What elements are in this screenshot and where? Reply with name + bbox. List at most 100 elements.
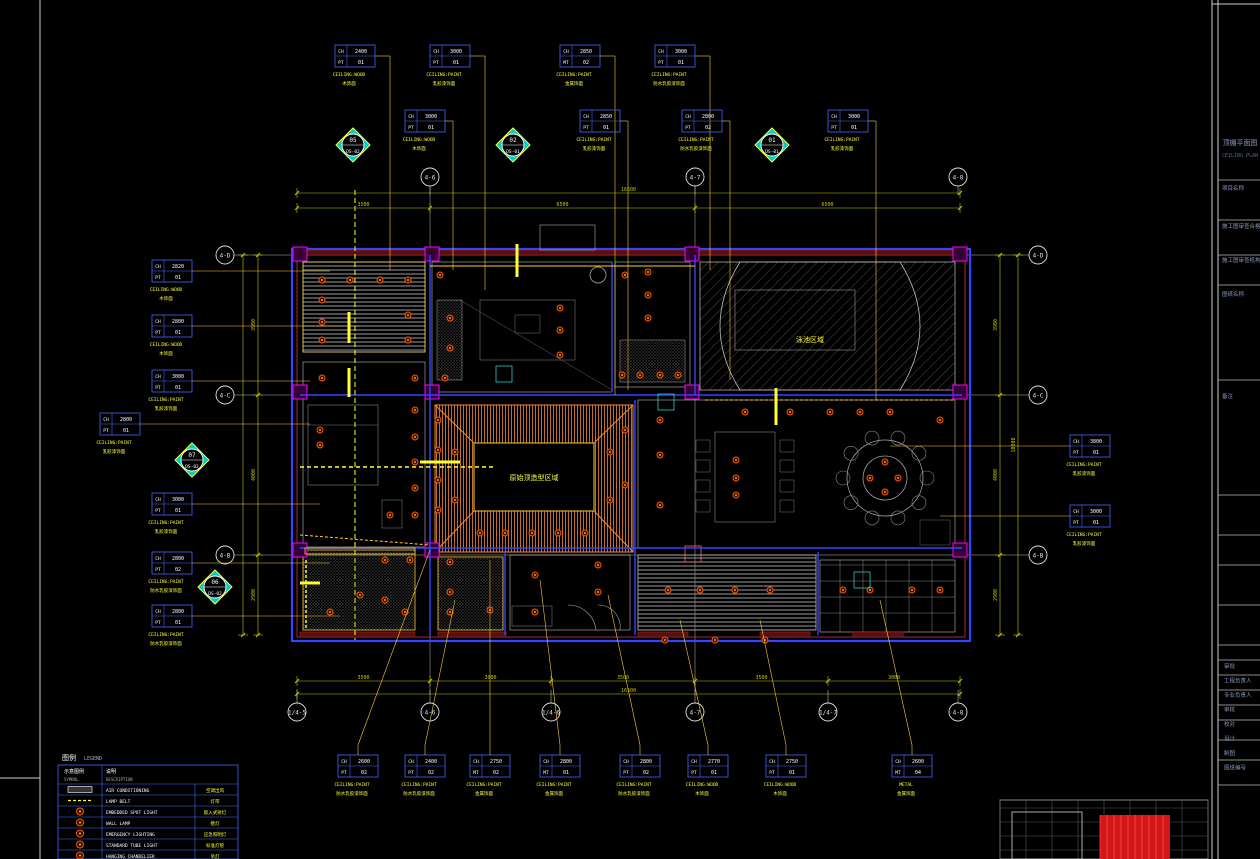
dim-label: 3000 — [888, 675, 900, 681]
downlight-core — [911, 589, 913, 591]
legend-row-description-cn: 壁灯 — [211, 820, 220, 827]
ceiling-tag-code: 01 — [453, 60, 459, 66]
ceiling-tag-finish: 木饰面 — [695, 790, 709, 797]
door-swing — [567, 604, 597, 631]
ceiling-tag-height: 2850 — [600, 114, 612, 120]
ceiling-tag-material: PT — [155, 567, 161, 573]
grid-bubble-label: 4-D — [1033, 253, 1044, 260]
leader-line — [424, 599, 456, 746]
elevation-marker-number: 01 — [768, 137, 776, 144]
plant — [589, 266, 607, 284]
ceiling-tag-ch-label: CH — [433, 49, 439, 55]
feature-ceiling-label: 原始顶造型区域 — [510, 473, 559, 482]
grid-bubble-label: 4-B — [1033, 553, 1044, 560]
ceiling-tag-type: METAL — [899, 782, 913, 788]
ceiling-tag-type: CEILING:PAINT — [148, 520, 184, 526]
downlight-core — [449, 561, 451, 563]
ceiling-tag-material: MT — [895, 770, 901, 776]
column-marker — [684, 545, 702, 563]
dim-label: 2900 — [993, 589, 999, 601]
ceiling-tag-finish: 木饰面 — [412, 145, 426, 152]
downlight-core — [624, 484, 626, 486]
legend-col-header-en: DESCRIPTION — [106, 777, 133, 782]
ceiling-tag-height: 3000 — [172, 374, 184, 380]
ceiling-tag-material: MT — [543, 770, 549, 776]
feature-ceiling-corner — [434, 510, 475, 553]
downlight-core — [735, 477, 737, 479]
feature-ceiling-corner — [593, 404, 634, 444]
legend-row-description: EMBEDDED SPOT LIGHT — [106, 810, 158, 816]
dim-label: 3500 — [755, 675, 767, 681]
dim-slash — [957, 205, 963, 211]
dim-slash — [957, 691, 963, 697]
downlight-core — [664, 639, 666, 641]
dim-slash — [427, 205, 433, 211]
downlight-core — [677, 374, 679, 376]
round-chair — [843, 495, 859, 510]
ceiling-tag-height: 2750 — [786, 759, 798, 765]
round-table-ring — [846, 439, 924, 517]
downlight-core — [319, 444, 321, 446]
legend-row-description-cn: 应急照明灯 — [204, 831, 227, 838]
dim-slash — [825, 678, 831, 684]
dim-slash — [997, 252, 1003, 258]
downlight-core — [609, 451, 611, 453]
icon-core — [79, 843, 81, 846]
emergency-light-icon — [853, 571, 871, 589]
title-block-sign-field: 专业负责人 — [1224, 691, 1252, 699]
dim-label: 3500 — [357, 675, 369, 681]
dim-slash — [1015, 632, 1021, 638]
ceiling-tag-ch-label: CH — [583, 114, 589, 120]
ceiling-tag-type: CEILING:WOOD — [333, 72, 366, 78]
downlight-core — [321, 321, 323, 323]
ceiling-tag-ch-label: CH — [473, 759, 479, 765]
dining-chair — [695, 479, 711, 493]
key-plan-thumbnail — [999, 799, 1209, 859]
ceiling-tag-material: PT — [658, 60, 664, 66]
ceiling-tag-material: PT — [831, 125, 837, 131]
title-block-field: 施工图审查合格书编号 — [1222, 222, 1260, 230]
downlight-core — [349, 279, 351, 281]
downlight-core — [437, 449, 439, 451]
title-block-sign-field: 图纸编号 — [1224, 764, 1247, 772]
ceiling-tag-finish: 防水乳胶漆饰面 — [403, 790, 435, 797]
ceiling-tag-type: CEILING:PAINT — [1066, 532, 1102, 538]
ceiling-tag-height: 2400 — [355, 49, 367, 55]
legend-row-description-cn: 嵌入式射灯 — [204, 809, 227, 816]
downlight-core — [409, 559, 411, 561]
bottom-wall-band — [299, 631, 416, 638]
dining-chair — [779, 499, 795, 513]
downlight-core — [869, 477, 871, 479]
downlight-core — [659, 374, 661, 376]
dim-label: 3900 — [251, 319, 257, 331]
room-bedroom — [302, 361, 426, 548]
grid-bubble — [1028, 385, 1048, 405]
ceiling-tag-type: CEILING:WOOD — [764, 782, 797, 788]
downlight-core — [437, 509, 439, 511]
sofa-furniture — [479, 299, 576, 361]
ceiling-tag-material: PT — [155, 330, 161, 336]
dim-label: 3500 — [617, 675, 629, 681]
ceiling-tag-height: 3000 — [172, 497, 184, 503]
downlight-core — [699, 589, 701, 591]
ceiling-tag-height: 2770 — [708, 759, 720, 765]
ceiling-tag-material: PT — [691, 770, 697, 776]
leader-line — [539, 579, 561, 746]
structural-column — [684, 384, 700, 400]
leader-line — [357, 549, 431, 746]
downlight-core — [597, 591, 599, 593]
downlight-core — [504, 532, 506, 534]
legend-col-header: 示意图例 — [64, 768, 84, 775]
downlight-core — [439, 274, 441, 276]
ceiling-tag-height: 2800 — [172, 319, 184, 325]
legend-col-header-en: SYMBOL — [64, 777, 79, 782]
ceiling-tag-height: 3000 — [848, 114, 860, 120]
icon-core — [79, 832, 81, 835]
ceiling-tag-type: CEILING:WOOD — [686, 782, 719, 788]
feature-ceiling-corner — [434, 404, 475, 444]
dining-chair — [779, 479, 795, 493]
